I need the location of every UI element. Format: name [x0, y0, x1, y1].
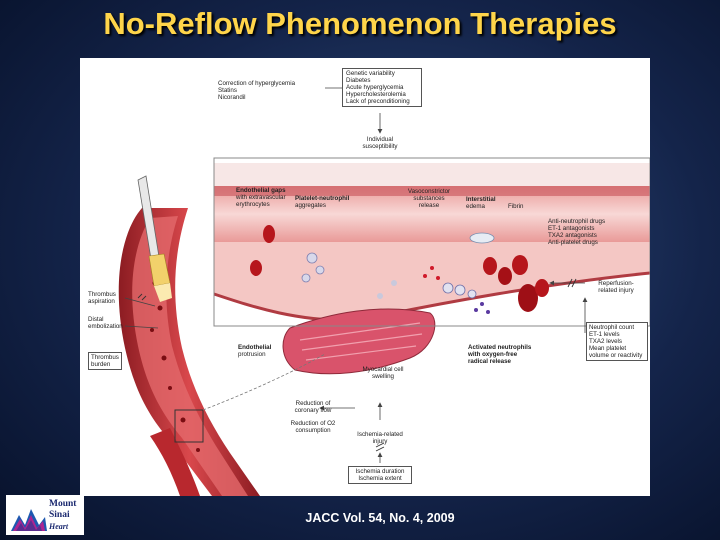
- no-reflow-figure: Correction of hyperglycemia Statins Nico…: [80, 58, 650, 496]
- ischemia-injury-label: Ischemia-related injury: [357, 431, 403, 445]
- thrombus-burden-box: Thrombus burden: [88, 352, 122, 370]
- risk-factors-box: Genetic variability Diabetes Acute hyper…: [342, 68, 422, 107]
- fibrin-label: Fibrin: [508, 203, 524, 210]
- logo-line2: Sinai: [49, 510, 70, 520]
- endothelial-protrusion-label: Endothelial protrusion: [238, 344, 272, 358]
- vasoconstrictor-label: Vasoconstrictor substances release: [407, 188, 451, 209]
- aspiration-catheter: [137, 175, 172, 302]
- reduction-o2-label: Reduction of O2 consumption: [290, 420, 336, 434]
- interstitial-edema-label: Interstitial edema: [466, 196, 496, 210]
- individual-susceptibility: Individual susceptibility: [362, 136, 398, 150]
- magnify-box: [174, 409, 204, 443]
- endothelial-gaps-label: Endothelial gaps with extravascular eryt…: [236, 187, 286, 208]
- myocardial-swelling-label: Myocardial cell swelling: [362, 366, 404, 380]
- slide-title: No-Reflow Phenomenon Therapies: [103, 6, 617, 41]
- reduction-flow-label: Reduction of coronary flow: [294, 400, 332, 414]
- figure-illustration: [118, 83, 650, 496]
- thrombus-aspiration-label: Thrombus aspiration: [88, 291, 116, 305]
- mount-sinai-heart-logo: Mount Sinai Heart: [6, 495, 84, 535]
- logo-line1: Mount: [49, 499, 77, 509]
- anti-drug-list: Anti-neutrophil drugs ET-1 antagonists T…: [548, 218, 606, 246]
- vessel-lumen: [213, 163, 650, 322]
- activated-neutrophils-label: Activated neutrophils with oxygen-free r…: [468, 344, 532, 365]
- platelet-neutrophil-label: Platelet-neutrophil aggregates: [295, 195, 350, 209]
- ischemia-duration-box: Ischemia duration Ischemia extent: [348, 466, 412, 484]
- interstitial-edema-cell: [469, 232, 495, 244]
- inset-frame: [213, 157, 650, 327]
- distal-embolization-label: Distal embolization: [88, 316, 123, 330]
- platelet-neutrophil-aggregates: [301, 252, 490, 314]
- neutrophil-markers-box: Neutrophil count ET-1 levels TXA2 levels…: [586, 322, 648, 361]
- reperfusion-label: Reperfusion- related injury: [598, 280, 634, 294]
- logo-mark-icon: [11, 509, 47, 531]
- logo-line3: Heart: [49, 522, 69, 531]
- citation: JACC Vol. 54, No. 4, 2009: [305, 511, 455, 525]
- therapies-list: Correction of hyperglycemia Statins Nico…: [218, 80, 296, 101]
- red-blood-cells: [250, 225, 549, 312]
